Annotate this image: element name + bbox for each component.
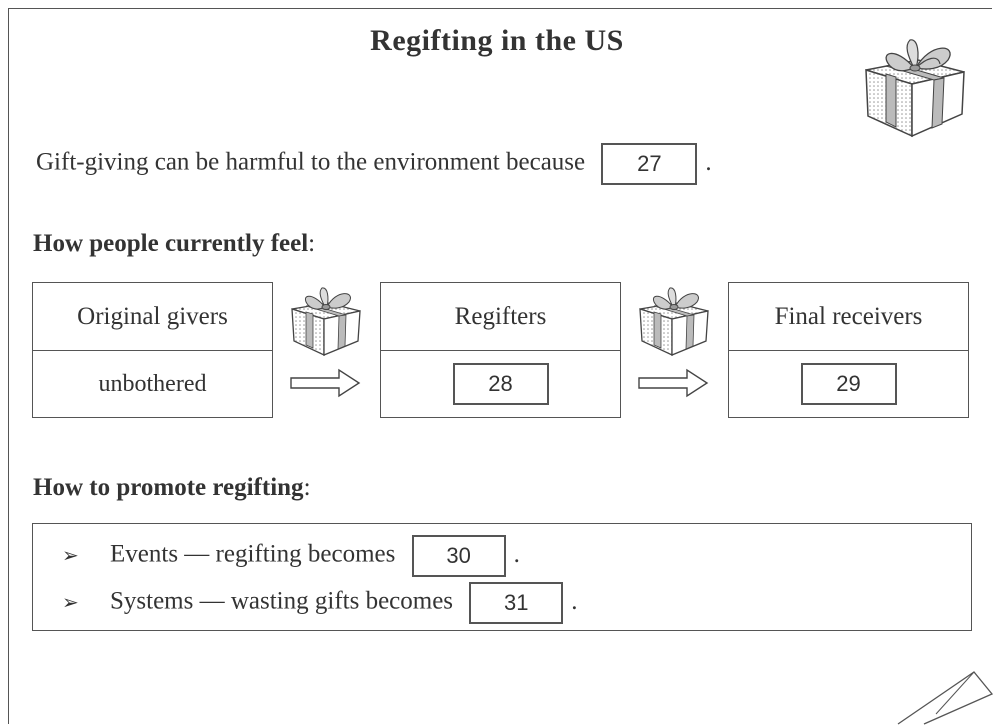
bullet-arrow-icon: ➢ bbox=[62, 542, 79, 567]
feel-heading-colon: : bbox=[308, 230, 316, 257]
answer-blank-30[interactable]: 30 bbox=[411, 535, 506, 577]
arrow-right-icon bbox=[638, 368, 709, 398]
paper-plane-icon bbox=[897, 671, 994, 725]
answer-blank-31[interactable]: 31 bbox=[469, 582, 564, 624]
stage-final-receivers: Final receivers 29 bbox=[728, 282, 969, 418]
page-frame bbox=[8, 8, 992, 724]
stage-value-area: 29 bbox=[729, 351, 968, 417]
promote-heading: How to promote regifting: bbox=[33, 474, 311, 502]
bullet-text: Events — regifting becomes bbox=[110, 540, 396, 568]
stage-label: Final receivers bbox=[729, 283, 968, 351]
stage-regifters: Regifters 28 bbox=[380, 282, 621, 418]
answer-blank-27[interactable]: 27 bbox=[601, 143, 698, 185]
feel-heading-text: How people currently feel bbox=[33, 230, 309, 257]
intro-sentence: Gift-giving can be harmful to the enviro… bbox=[36, 143, 712, 185]
promote-heading-text: How to promote regifting bbox=[33, 474, 304, 501]
stage-label: Original givers bbox=[33, 283, 272, 351]
page-title: Regifting in the US bbox=[370, 24, 624, 57]
bullet-arrow-icon: ➢ bbox=[62, 589, 79, 614]
stage-value: unbothered bbox=[98, 370, 207, 397]
promote-heading-colon: : bbox=[303, 474, 311, 501]
stage-label: Regifters bbox=[381, 283, 620, 351]
intro-text: Gift-giving can be harmful to the enviro… bbox=[36, 148, 586, 176]
stage-value-area: 28 bbox=[381, 351, 620, 417]
gift-box-icon bbox=[865, 39, 965, 138]
answer-blank-28[interactable]: 28 bbox=[452, 363, 549, 405]
stage-original-givers: Original givers unbothered bbox=[32, 282, 273, 418]
gift-box-icon bbox=[639, 287, 709, 357]
feel-heading: How people currently feel: bbox=[33, 230, 315, 258]
gift-box-icon bbox=[291, 287, 361, 357]
bullet-period: . bbox=[513, 540, 520, 568]
promote-list-box bbox=[32, 523, 972, 631]
arrow-right-icon bbox=[290, 368, 361, 398]
bullet-item-events: ➢ Events — regifting becomes 30. bbox=[62, 535, 520, 577]
bullet-text: Systems — wasting gifts becomes bbox=[110, 587, 454, 615]
answer-blank-29[interactable]: 29 bbox=[800, 363, 897, 405]
bullet-item-systems: ➢ Systems — wasting gifts becomes 31. bbox=[62, 582, 578, 624]
bullet-period: . bbox=[571, 587, 578, 615]
intro-period: . bbox=[705, 148, 712, 176]
